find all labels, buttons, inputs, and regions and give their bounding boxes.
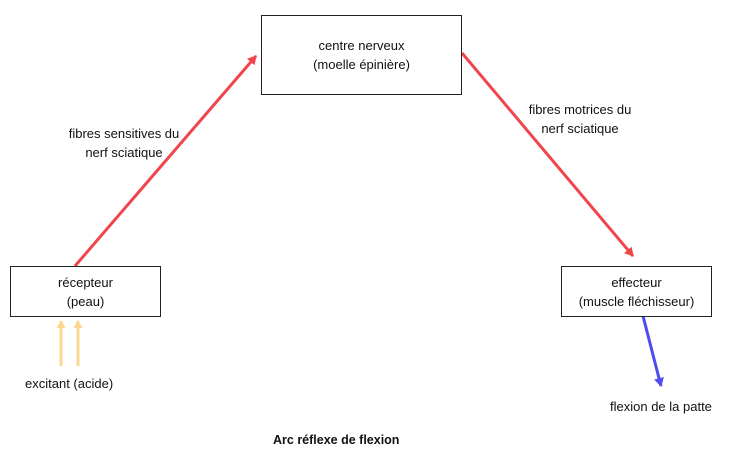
stimulus-label: excitant (acide)	[25, 376, 114, 391]
motor-fiber-label-line2: nerf sciatique	[541, 121, 619, 136]
recepteur-subtitle: (peau)	[66, 293, 105, 309]
centre-nerveux-title: centre nerveux	[318, 38, 405, 53]
response-label: flexion de la patte	[610, 399, 712, 414]
motor-fiber-arrow	[460, 52, 635, 257]
sensory-fiber-label-line1: fibres sensitives du	[68, 126, 180, 141]
response-arrow	[641, 315, 664, 387]
centre-nerveux-subtitle: (moelle épinière)	[313, 57, 410, 72]
sensory-fiber-label: fibres sensitives du nerf sciatique	[54, 124, 194, 162]
effecteur-subtitle: (muscle fléchisseur)	[578, 293, 695, 309]
recepteur-box: récepteur (peau)	[10, 266, 161, 317]
effecteur-title: effecteur	[611, 274, 662, 290]
motor-fiber-label: fibres motrices du nerf sciatique	[512, 100, 648, 138]
recepteur-title: récepteur	[58, 274, 113, 290]
sensory-fiber-label-line2: nerf sciatique	[85, 145, 163, 160]
effecteur-box: effecteur (muscle fléchisseur)	[561, 266, 712, 317]
motor-fiber-label-line1: fibres motrices du	[528, 102, 632, 117]
sensory-fiber-arrow	[73, 55, 258, 267]
diagram-caption: Arc réflexe de flexion	[273, 433, 400, 447]
centre-nerveux-box: centre nerveux (moelle épinière)	[261, 15, 462, 95]
